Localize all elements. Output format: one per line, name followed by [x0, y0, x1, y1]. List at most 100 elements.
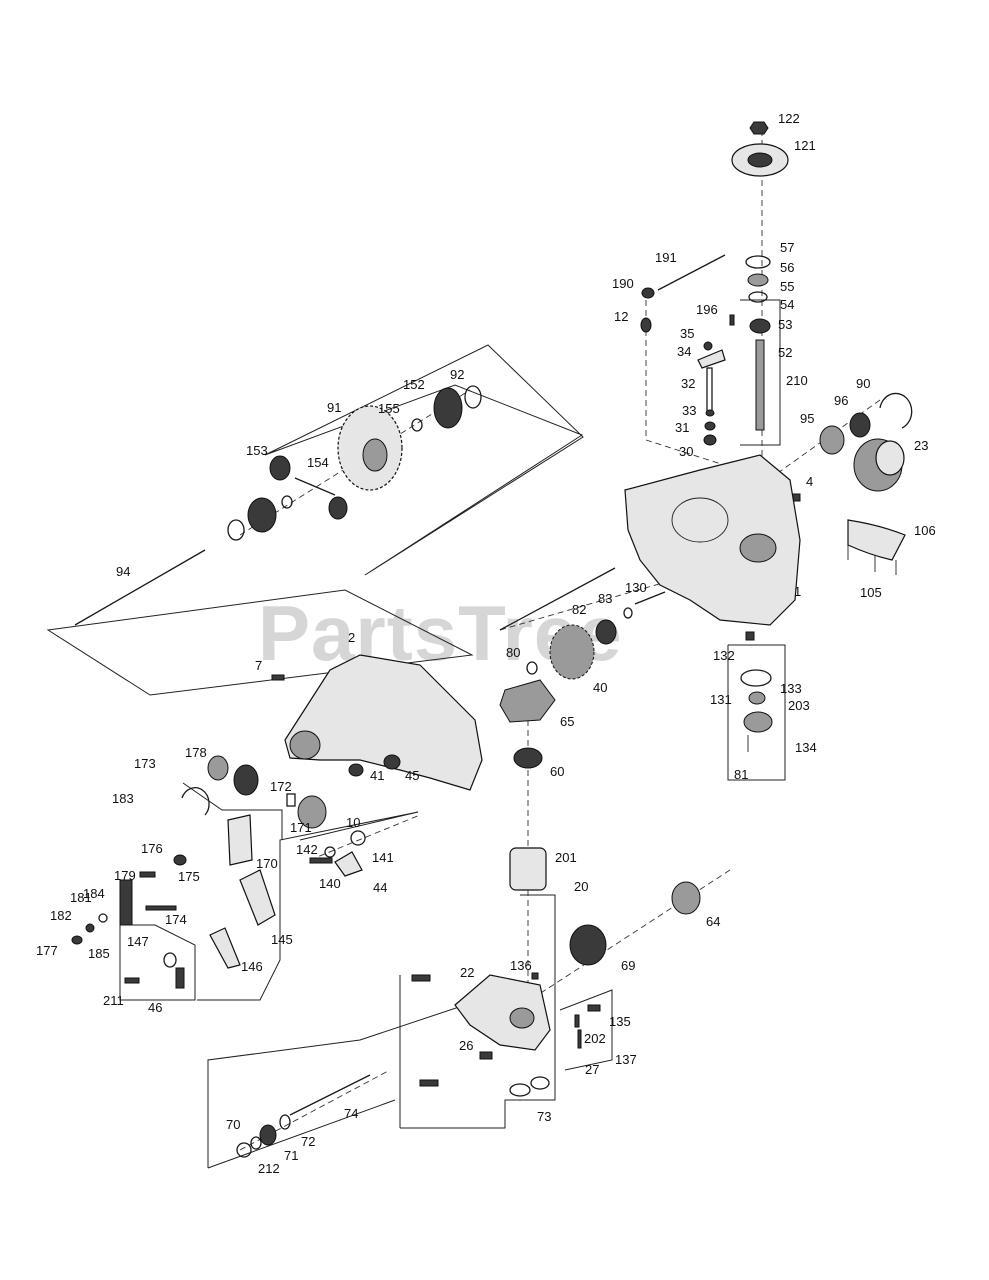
part-label-185: 185: [88, 946, 110, 961]
part-92-washer-left: [227, 519, 245, 541]
part-label-10: 10: [346, 815, 360, 830]
part-95-bearing-right: [819, 425, 845, 455]
part-145-arm: [209, 927, 241, 969]
part-label-135: 135: [609, 1014, 631, 1029]
part-label-91: 91: [327, 400, 341, 415]
part-27-bolt: [479, 1051, 493, 1060]
part-170-block: [286, 793, 296, 807]
part-56-bearing: [747, 273, 769, 287]
part-191-rod: [657, 254, 726, 291]
part-label-178: 178: [185, 745, 207, 760]
part-label-146: 146: [241, 959, 263, 974]
part-label-190: 190: [612, 276, 634, 291]
part-2-housing-cover: [284, 654, 483, 791]
part-154-shaft: [294, 477, 336, 496]
group-frame-94-right: [264, 344, 584, 576]
part-34-arm: [697, 349, 726, 369]
part-label-56: 56: [780, 260, 794, 275]
part-83-shaft: [634, 591, 666, 605]
part-72-bearing: [259, 1124, 277, 1146]
part-23-drum-face: [875, 440, 905, 476]
part-69-cylinder-block: [509, 847, 547, 891]
part-106-guard: [847, 519, 906, 561]
part-20-center-section: [454, 974, 551, 1051]
part-label-35: 35: [680, 326, 694, 341]
part-20-bolt-a: [411, 974, 431, 982]
part-label-105: 105: [860, 585, 882, 600]
part-label-121: 121: [794, 138, 816, 153]
group-frame-73-base: [207, 1099, 396, 1169]
part-label-57: 57: [780, 240, 794, 255]
part-label-60: 60: [550, 764, 564, 779]
part-label-174: 174: [165, 912, 187, 927]
part-label-183: 183: [112, 791, 134, 806]
part-label-175: 175: [178, 869, 200, 884]
part-70-seal: [236, 1142, 252, 1158]
part-label-33: 33: [682, 403, 696, 418]
part-130-plug: [745, 631, 755, 641]
part-26-seal-b: [530, 1076, 550, 1090]
part-81-gear: [549, 624, 595, 680]
part-label-83: 83: [598, 591, 612, 606]
part-96-seal-right: [849, 412, 871, 438]
part-132-oring: [740, 669, 772, 687]
part-44-bracket: [239, 869, 276, 926]
part-90-snap-ring-left: [181, 787, 210, 816]
part-label-32: 32: [681, 376, 695, 391]
part-label-181: 181: [70, 890, 92, 905]
part-52-shaft: [755, 339, 765, 431]
part-label-171: 171: [290, 820, 312, 835]
group-frame-94-left: [46, 589, 474, 696]
part-label-54: 54: [780, 297, 794, 312]
part-label-212: 212: [258, 1161, 280, 1176]
part-label-106: 106: [914, 523, 936, 538]
part-label-142: 142: [296, 842, 318, 857]
part-65-bearing: [513, 747, 543, 769]
part-190-fitting: [641, 287, 655, 299]
part-label-7: 7: [255, 658, 262, 673]
part-label-41: 41: [370, 768, 384, 783]
part-label-26: 26: [459, 1038, 473, 1053]
part-label-122: 122: [778, 111, 800, 126]
part-label-141: 141: [372, 850, 394, 865]
part-136-valve: [587, 1004, 601, 1012]
part-71-ring: [250, 1136, 262, 1150]
part-label-177: 177: [36, 943, 58, 958]
part-label-31: 31: [675, 420, 689, 435]
part-label-172: 172: [270, 779, 292, 794]
part-142-bolt: [309, 857, 333, 864]
part-131-seal: [748, 691, 766, 705]
part-label-196: 196: [696, 302, 718, 317]
group-frame-46: [119, 924, 196, 1001]
part-label-46: 46: [148, 1000, 162, 1015]
part-label-184: 184: [83, 886, 105, 901]
part-12-fitting: [640, 317, 652, 333]
part-label-154: 154: [307, 455, 329, 470]
part-label-130: 130: [625, 580, 647, 595]
part-176-bolt: [139, 871, 156, 878]
part-label-65: 65: [560, 714, 574, 729]
part-label-34: 34: [677, 344, 691, 359]
part-label-27: 27: [585, 1062, 599, 1077]
part-label-23: 23: [914, 438, 928, 453]
part-147-spring: [175, 967, 185, 989]
part-7-bolt: [271, 674, 285, 681]
part-label-20: 20: [574, 879, 588, 894]
part-53-bearing: [749, 318, 771, 334]
part-20-bolt-b: [419, 1079, 439, 1087]
part-26-seal-a: [509, 1083, 531, 1097]
part-80-washer-top: [623, 607, 633, 619]
part-label-64: 64: [706, 914, 720, 929]
part-label-94: 94: [116, 564, 130, 579]
part-label-155: 155: [378, 401, 400, 416]
part-label-30: 30: [679, 444, 693, 459]
part-label-12: 12: [614, 309, 628, 324]
part-137-bolt: [577, 1029, 582, 1049]
part-55-washer: [748, 291, 768, 303]
part-label-153: 153: [246, 443, 268, 458]
part-140-washer: [350, 830, 366, 846]
part-label-40: 40: [593, 680, 607, 695]
part-133-cap: [743, 711, 773, 733]
part-41-bearing: [383, 754, 401, 770]
